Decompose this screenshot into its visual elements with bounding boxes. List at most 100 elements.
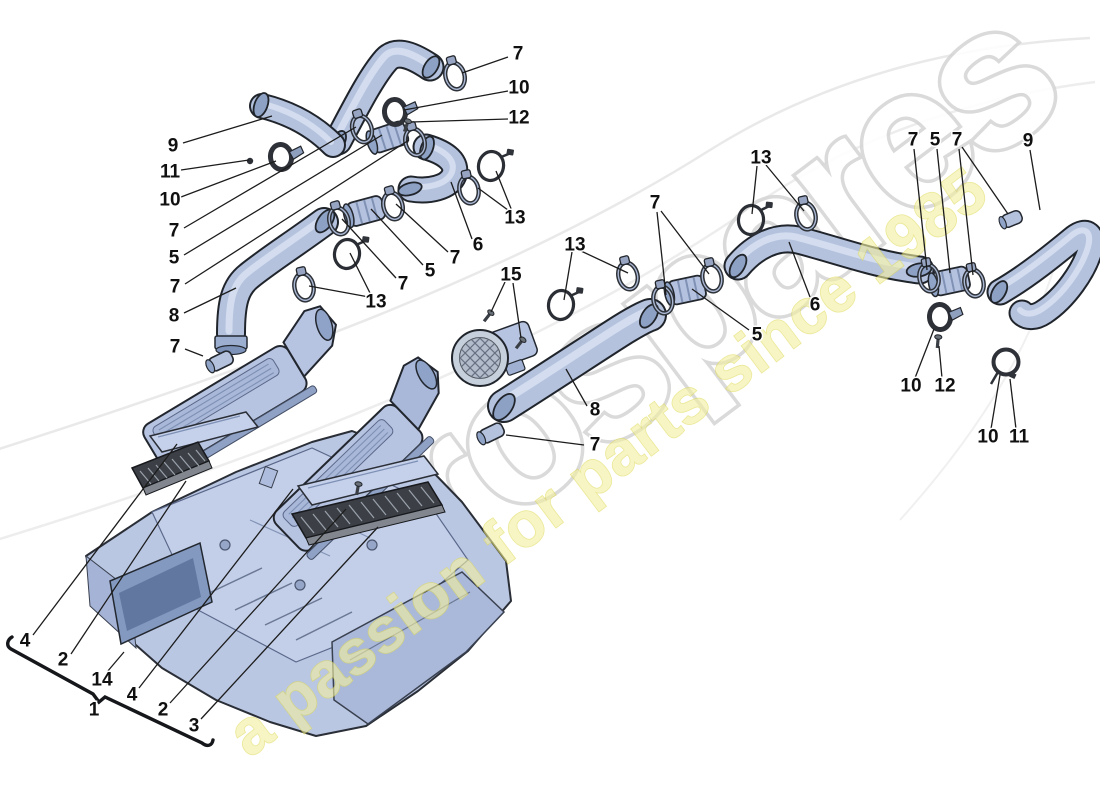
leader-line (656, 211, 667, 296)
callout-9: 9 (168, 136, 179, 157)
leader-line (563, 251, 573, 301)
assembly-bracket (6, 635, 215, 748)
clamp-screw-11 (246, 157, 254, 165)
callout-5: 5 (425, 261, 436, 282)
leader-line (180, 159, 250, 171)
callout-8: 8 (169, 306, 180, 327)
callout-3: 3 (189, 716, 200, 737)
air-duct-8-right (487, 298, 667, 423)
callout-4: 4 (127, 685, 138, 706)
leader-line (106, 651, 125, 673)
leader-line (184, 348, 204, 357)
callout-6: 6 (473, 235, 484, 256)
callout-6: 6 (810, 295, 821, 316)
leader-line (349, 252, 372, 296)
leader-line (200, 526, 379, 720)
leader-line (184, 139, 410, 285)
leader-line (913, 148, 928, 271)
leader-line (914, 328, 935, 379)
end-cap-7-right (998, 209, 1023, 230)
leader-line (461, 56, 509, 74)
callout-8: 8 (590, 400, 601, 421)
leader-line (32, 443, 178, 636)
callout-4: 4 (20, 631, 31, 652)
callout-14: 14 (91, 670, 113, 691)
callout-7: 7 (169, 221, 180, 242)
leader-line (490, 281, 506, 313)
leader-line (180, 160, 277, 198)
leader-line (1009, 378, 1017, 430)
callout-13: 13 (750, 148, 771, 169)
callout-13: 13 (504, 208, 525, 229)
leader-line (691, 288, 750, 331)
leader-line (765, 164, 805, 212)
leader-line (169, 508, 347, 704)
callout-2: 2 (58, 650, 69, 671)
callout-7: 7 (170, 277, 181, 298)
leader-line (580, 250, 629, 274)
leader-line (938, 345, 943, 379)
leader-line (990, 374, 1001, 430)
callout-10: 10 (508, 78, 529, 99)
leader-line (70, 480, 187, 655)
front-air-duct-opening (109, 541, 213, 646)
leader-line (183, 134, 383, 256)
leader-line (495, 170, 513, 212)
leader-line (961, 146, 1009, 215)
leader-line (138, 488, 294, 689)
intake-hose-9-right (986, 219, 1100, 331)
leader-line (512, 282, 522, 339)
callout-12: 12 (934, 376, 955, 397)
leader-line (370, 208, 424, 266)
leader-line (751, 165, 758, 215)
callout-10: 10 (159, 190, 180, 211)
leader-line (182, 115, 273, 144)
leader-line (660, 210, 710, 275)
callout-10: 10 (900, 376, 921, 397)
leader-line (403, 90, 509, 111)
leader-line (936, 148, 951, 274)
callout-7: 7 (398, 274, 409, 295)
callout-7: 7 (513, 44, 524, 65)
callout-5: 5 (169, 248, 180, 269)
callout-7: 7 (908, 130, 919, 151)
callout-1: 1 (89, 700, 100, 721)
callout-13: 13 (564, 235, 585, 256)
callout-5: 5 (930, 130, 941, 151)
leader-lines (32, 56, 1041, 720)
callout-7: 7 (650, 193, 661, 214)
callout-7: 7 (952, 130, 963, 151)
air-filter-cover-1 (148, 411, 260, 453)
callout-15: 15 (500, 265, 522, 286)
leader-line (308, 285, 370, 298)
air-filter-element-1 (130, 441, 213, 496)
callout-11: 11 (1009, 427, 1030, 448)
hose-connector-7-left (205, 350, 234, 374)
leader-line (450, 181, 473, 240)
callout-2: 2 (158, 700, 169, 721)
intake-elbow-8-left (214, 207, 339, 356)
callout-7: 7 (450, 248, 461, 269)
artwork (6, 39, 1100, 748)
leader-line (183, 126, 357, 229)
callout-5: 5 (752, 325, 763, 346)
leader-line (958, 148, 974, 276)
callout-11: 11 (160, 162, 181, 183)
leader-line (1029, 149, 1041, 211)
callout-9: 9 (1023, 131, 1034, 152)
air-filter-element-2 (290, 481, 446, 546)
leader-line (788, 241, 811, 298)
air-filter-cover-2 (296, 455, 440, 506)
callout-7: 7 (170, 337, 181, 358)
leader-line (505, 434, 585, 446)
callout-7: 7 (590, 435, 601, 456)
intake-hose-9-left (249, 92, 346, 158)
callout-13: 13 (365, 292, 386, 313)
hose-connector-7-right (476, 422, 505, 446)
leader-line (565, 368, 588, 407)
leader-line (395, 203, 449, 253)
callout-10: 10 (977, 427, 998, 448)
